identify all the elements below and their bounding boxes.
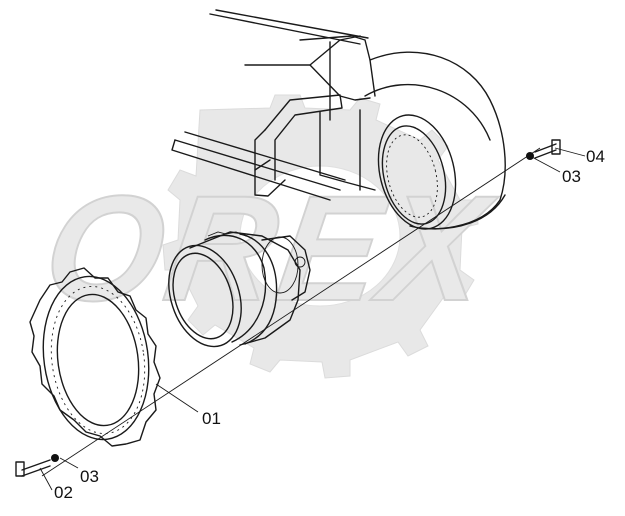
callout-03-lower: 03 [80,467,99,486]
track-frame [171,9,506,230]
callout-02: 02 [54,483,73,502]
callout-03-upper: 03 [562,167,581,186]
final-drive-motor [168,231,311,348]
bolt-washer-upper [526,139,561,160]
watermark: OREX [34,94,505,379]
callout-04: 04 [586,147,605,166]
watermark-text: OREX [35,165,504,332]
bolt-washer-lower [15,454,59,477]
callouts: 01 02 03 03 04 [54,147,605,502]
callout-01: 01 [202,409,221,428]
